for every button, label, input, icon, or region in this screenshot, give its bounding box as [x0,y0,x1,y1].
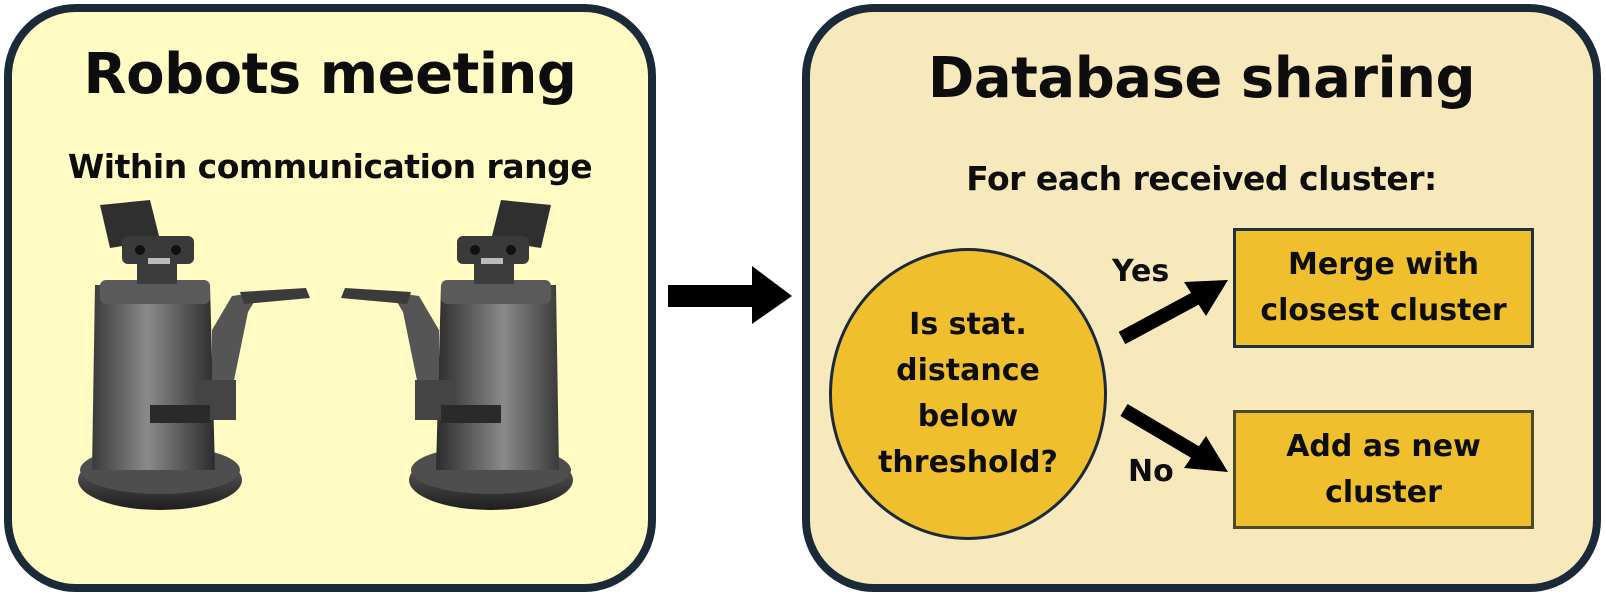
decision-line: below [917,399,1019,434]
branch-label-yes: Yes [1112,254,1170,289]
no-arrow-icon [1120,403,1228,472]
panel-title: Database sharing [927,46,1476,111]
decision-line: Is stat. [909,307,1027,342]
add-new-cluster-node: Add as new cluster [1233,410,1534,529]
merge-cluster-node: Merge with closest cluster [1233,228,1534,348]
decision-line: threshold? [878,445,1058,480]
panel-subtitle: Within communication range [67,147,593,186]
decision-node: Is stat. distance below threshold? [829,248,1107,540]
branch-label-no: No [1128,454,1174,489]
decision-line: distance [896,353,1040,388]
yes-arrow-icon [1118,280,1228,345]
panel-subtitle: For each received cluster: [966,159,1437,198]
panel-title: Robots meeting [83,42,577,107]
outcome-line: Merge with [1288,247,1479,282]
outcome-line: cluster [1325,474,1442,510]
outcome-line: Add as new [1286,428,1481,464]
outcome-line: closest cluster [1260,293,1507,328]
